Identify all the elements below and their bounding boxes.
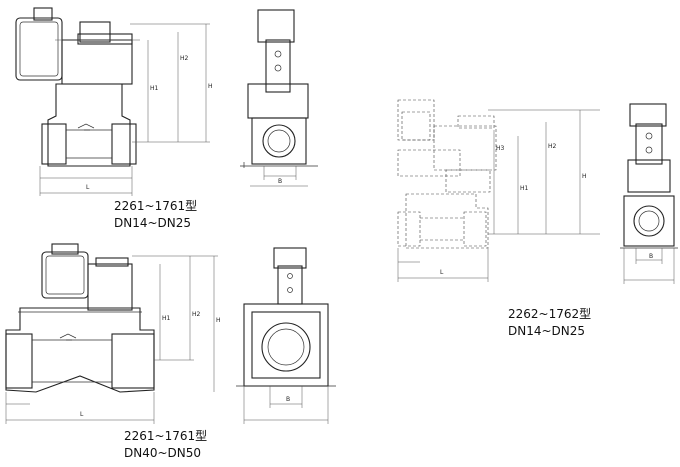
- dim-h1-bottom-left: H1: [159, 264, 171, 360]
- dim-l-right: L: [397, 248, 489, 282]
- front-view-dn40-50: H1 H2 H L: [5, 243, 221, 424]
- dim-label-b: B: [278, 178, 282, 185]
- dim-label-b: B: [649, 253, 653, 260]
- size-label: DN14~DN25: [508, 324, 586, 338]
- caption-top-left: 2261~1761型 DN14~DN25: [114, 198, 197, 232]
- dim-label-h: H: [582, 173, 587, 180]
- dim-h2-right: H2: [545, 122, 557, 234]
- dim-h2-top-left: H2: [177, 32, 189, 142]
- side-view-2262-1762: B: [620, 103, 678, 284]
- dim-h-bottom-left: H: [213, 256, 221, 392]
- dim-label-l: L: [80, 411, 84, 418]
- dim-label-h1: H1: [150, 85, 159, 92]
- model-label: 2261~1761型: [124, 429, 208, 443]
- dim-label-h1: H1: [162, 315, 171, 322]
- dim-label-h: H: [216, 317, 221, 324]
- dim-label-h3: H3: [496, 145, 505, 152]
- caption-bottom-left: 2261~1761型 DN40~DN50: [124, 428, 207, 462]
- dim-h1-top-left: H1: [147, 40, 159, 142]
- dim-h-right: H: [579, 110, 587, 234]
- dim-label-l: L: [440, 269, 444, 276]
- dim-b-top-left: B: [250, 166, 308, 187]
- side-view-dn40-50: B: [236, 247, 336, 424]
- dim-label-h1: H1: [520, 185, 529, 192]
- model-label: 2262~1762型: [508, 307, 592, 321]
- model-label: 2261~1761型: [114, 199, 198, 213]
- dim-l-top-left: L: [39, 166, 133, 196]
- dim-label-h2: H2: [548, 143, 557, 150]
- dim-label-b: B: [286, 396, 290, 403]
- dim-label-h2: H2: [192, 311, 201, 318]
- dim-label-h2: H2: [180, 55, 189, 62]
- caption-right: 2262~1762型 DN14~DN25: [508, 306, 591, 340]
- dim-h-top-left: H: [205, 24, 213, 142]
- dim-l-bottom-left: L: [5, 392, 155, 424]
- dim-h2-bottom-left: H2: [189, 256, 201, 360]
- side-view-dn14-25: B: [240, 9, 318, 187]
- front-view-2262-1762: H3 H1 H2 H L: [397, 99, 600, 282]
- front-view-dn14-25: H1 H2 H L: [15, 7, 213, 196]
- dim-label-h: H: [208, 83, 213, 90]
- size-label: DN14~DN25: [114, 216, 192, 230]
- dim-h1-right: H1: [517, 136, 529, 234]
- dim-b-bottom-left: B: [243, 386, 329, 424]
- dim-h3-right: H3: [493, 130, 505, 234]
- dim-b-right: B: [623, 248, 675, 284]
- dim-label-l: L: [86, 184, 90, 191]
- size-label: DN40~DN50: [124, 446, 202, 460]
